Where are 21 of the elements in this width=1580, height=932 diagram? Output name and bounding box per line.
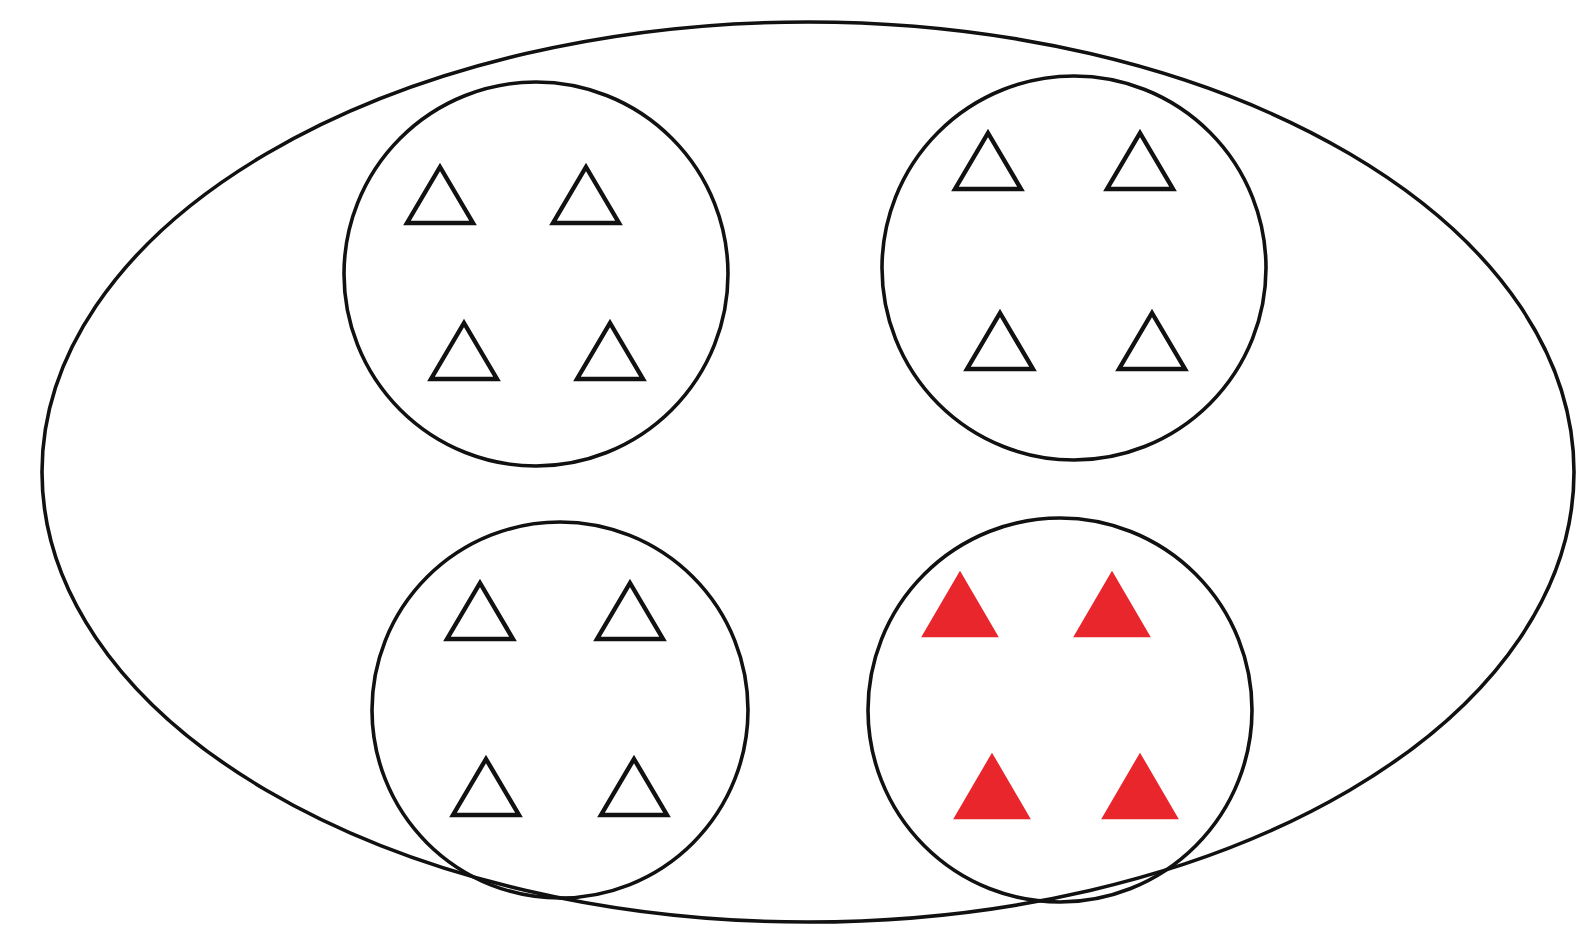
- triangle-symbol: [594, 580, 666, 642]
- circle-group: [880, 74, 1268, 462]
- circle-group: [866, 516, 1254, 904]
- triangle-symbol: [428, 320, 500, 382]
- triangle-symbol: [444, 580, 516, 642]
- outer-ellipse: [40, 20, 1576, 924]
- triangle-symbol: [1104, 130, 1176, 192]
- triangle-symbol: [1102, 754, 1178, 820]
- triangle-symbol: [598, 756, 670, 818]
- circle-group: [342, 80, 730, 468]
- triangle-symbol: [954, 754, 1030, 820]
- triangle-symbol: [952, 130, 1024, 192]
- triangle-symbol: [1116, 310, 1188, 372]
- triangle-symbol: [922, 572, 998, 638]
- triangle-symbol: [964, 310, 1036, 372]
- circle-group: [370, 520, 750, 900]
- triangle-symbol: [1074, 572, 1150, 638]
- triangle-symbol: [404, 164, 476, 226]
- triangle-symbol: [450, 756, 522, 818]
- triangle-symbol: [550, 164, 622, 226]
- triangle-symbol: [574, 320, 646, 382]
